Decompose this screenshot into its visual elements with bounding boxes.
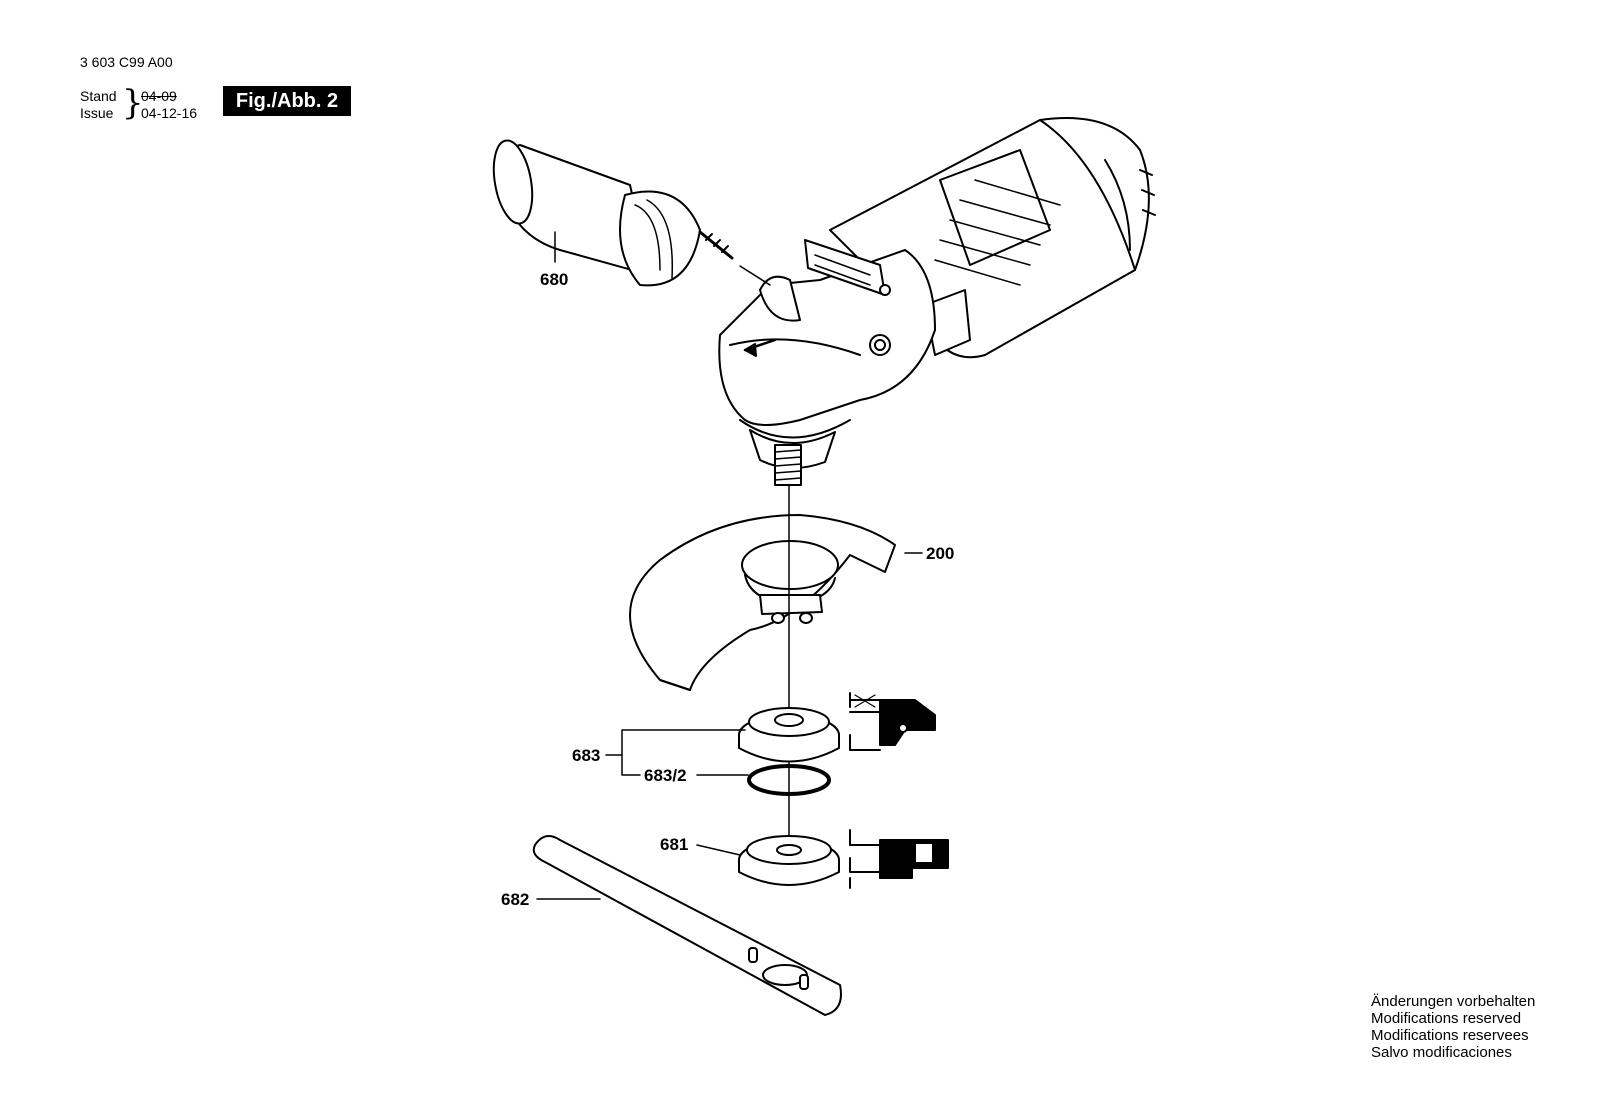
spindle-thread xyxy=(774,444,802,486)
stand-old-date: 04-09 xyxy=(141,88,177,104)
auxiliary-handle xyxy=(492,139,771,287)
modification-note-french: Modifications reservees xyxy=(1371,1027,1529,1044)
leader-lines xyxy=(536,231,923,900)
nut-section-detail xyxy=(849,829,949,889)
clamping-nut xyxy=(738,835,840,886)
spanner xyxy=(532,835,842,1016)
o-ring xyxy=(747,764,831,796)
part-label-200: 200 xyxy=(926,544,954,563)
document-number: 3 603 C99 A00 xyxy=(80,54,173,70)
modification-note-spanish: Salvo modificaciones xyxy=(1371,1044,1512,1061)
modification-note-german: Änderungen vorbehalten xyxy=(1371,993,1536,1010)
part-label-682: 682 xyxy=(501,890,529,909)
part-label-681: 681 xyxy=(660,835,688,854)
part-label-680: 680 xyxy=(540,270,568,289)
backing-flange xyxy=(738,707,840,763)
brace-icon: } xyxy=(122,83,144,123)
flange-section-detail xyxy=(849,692,936,751)
stand-label: Stand xyxy=(80,88,117,104)
issue-label: Issue xyxy=(80,105,114,121)
figure-badge: Fig./Abb. 2 xyxy=(223,86,351,116)
part-label-683: 683 xyxy=(572,746,600,765)
modification-note-english: Modifications reserved xyxy=(1371,1010,1522,1027)
part-label-683-2: 683/2 xyxy=(644,766,687,785)
wheel-guard xyxy=(629,514,896,691)
issue-date: 04-12-16 xyxy=(141,105,198,121)
